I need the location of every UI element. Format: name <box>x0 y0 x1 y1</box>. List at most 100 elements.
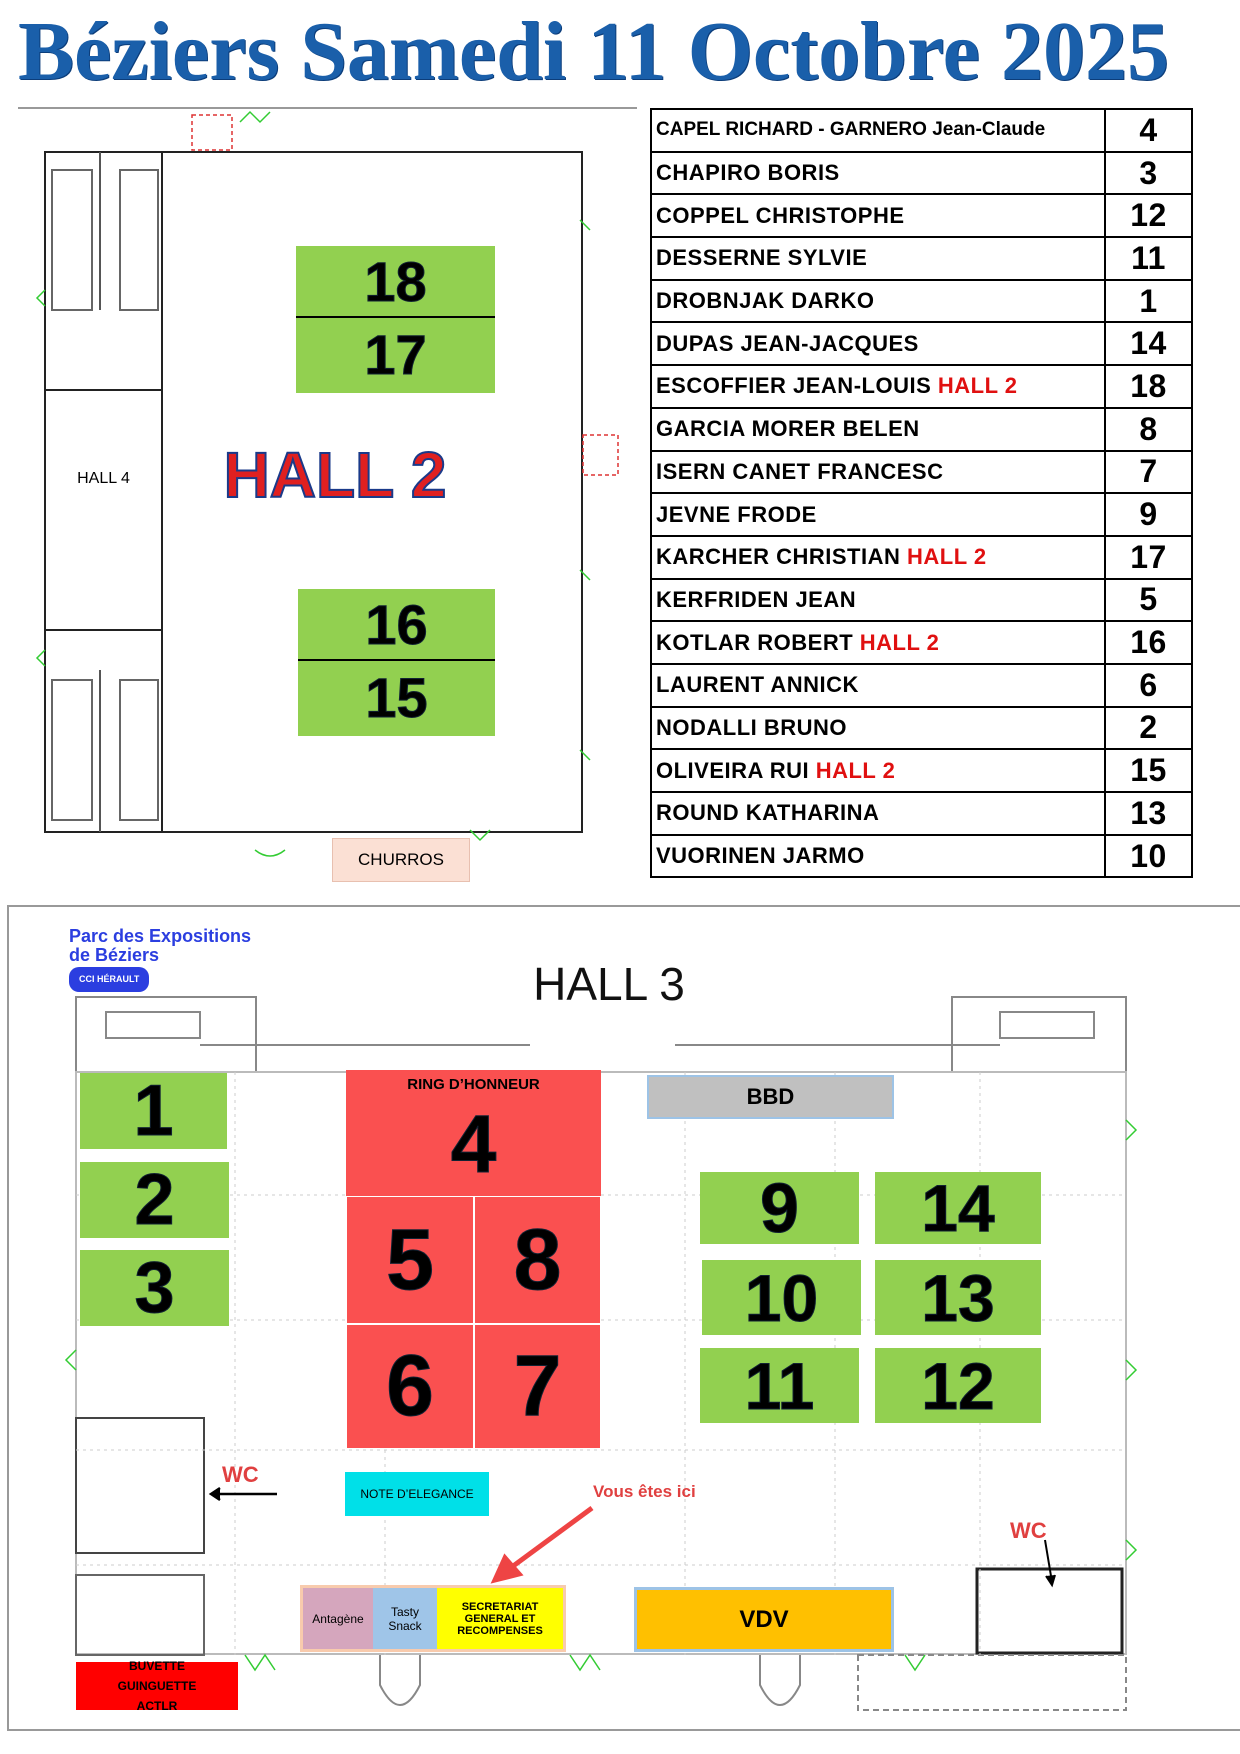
hall2-label: HALL 2 <box>223 438 448 512</box>
exhibitor-name: DROBNJAK DARKO <box>656 288 875 314</box>
ring-2: 2 <box>80 1160 229 1241</box>
table-row: GARCIA MORER BELEN 8 <box>650 406 1193 452</box>
exhibitor-name-cell: LAURENT ANNICK <box>650 662 1106 708</box>
ring-number: 2 <box>1104 705 1193 751</box>
ring-number: 13 <box>1104 791 1193 836</box>
ring-number: 4 <box>1104 108 1193 153</box>
exhibitor-name-cell: NODALLI BRUNO <box>650 705 1106 751</box>
you-are-here-arrow <box>490 1505 594 1584</box>
hall4-label: HALL 4 <box>77 470 130 487</box>
exhibitor-name: COPPEL CHRISTOPHE <box>656 202 905 228</box>
exhibitor-name: LAURENT ANNICK <box>656 672 859 698</box>
hall2-map: HALL 4 18 17 HALL 2 16 15 CHURROS <box>0 110 640 890</box>
tasty-snack-stand: Tasty Snack <box>373 1588 437 1649</box>
logo-line1: Parc des Expositions <box>69 926 252 946</box>
logo-line2: de Béziers <box>69 945 160 965</box>
stand-row: Antagène Tasty Snack SECRETARIAT GENERAL… <box>300 1585 566 1652</box>
ring-number: 11 <box>1104 236 1193 281</box>
ring-4: 4 <box>450 1099 497 1191</box>
bbd-stand: BBD <box>647 1075 894 1119</box>
ring-1: 1 <box>80 1071 227 1152</box>
stand-group-18-17: 18 17 <box>296 246 495 393</box>
ring-number: 9 <box>1104 492 1193 537</box>
wc-label-right: WC <box>1010 1518 1047 1543</box>
ring-13: 13 <box>875 1260 1041 1335</box>
hall-note: HALL 2 <box>937 373 1018 399</box>
table-row: ROUND KATHARINA 13 <box>650 791 1193 836</box>
ring-number: 18 <box>1104 364 1193 409</box>
exhibitor-name: NODALLI BRUNO <box>656 714 848 740</box>
page-title: Béziers Samedi 11 Octobre 2025 <box>18 5 1169 98</box>
ring-number: 10 <box>1104 833 1193 879</box>
buvette-stand: BUVETTE GUINGUETTE ACTLR <box>76 1659 238 1713</box>
venue-logo: Parc des Expositions de Béziers CCI HÉRA… <box>69 927 251 992</box>
exhibitor-name-cell: ROUND KATHARINA <box>650 791 1106 836</box>
exhibitor-name-cell: OLIVEIRA RUI HALL 2 <box>650 748 1106 793</box>
ring-12: 12 <box>875 1348 1041 1423</box>
exhibitor-name-cell: KOTLAR ROBERT HALL 2 <box>650 620 1106 665</box>
ring-number: 3 <box>1104 150 1193 196</box>
ring-14: 14 <box>875 1171 1041 1246</box>
hall3-map: Parc des Expositions de Béziers CCI HÉRA… <box>7 905 1240 1731</box>
exhibitor-name-cell: DESSERNE SYLVIE <box>650 236 1106 281</box>
exhibitor-name: ROUND KATHARINA <box>656 800 880 826</box>
wc-arrow-right <box>1044 1539 1056 1588</box>
hall3-label: HALL 3 <box>533 958 685 1010</box>
ring-9: 9 <box>700 1169 859 1248</box>
exhibitor-name: JEVNE FRODE <box>656 501 817 527</box>
wc-arrow-left <box>208 1486 277 1502</box>
table-row: DROBNJAK DARKO 1 <box>650 278 1193 324</box>
exhibitor-name-cell: CHAPIRO BORIS <box>650 150 1106 196</box>
exhibitor-name-cell: COPPEL CHRISTOPHE <box>650 193 1106 239</box>
table-row: VUORINEN JARMO 10 <box>650 833 1193 879</box>
ring-6: 6 <box>346 1324 474 1449</box>
ring-7: 7 <box>474 1324 601 1449</box>
exhibitor-name: CHAPIRO BORIS <box>656 160 840 186</box>
ring-number: 1 <box>1104 278 1193 324</box>
ring-number: 5 <box>1104 577 1193 623</box>
exhibitor-name: OLIVEIRA RUI <box>656 757 810 783</box>
exhibitor-name-cell: CAPEL RICHARD - GARNERO Jean-Claude <box>650 108 1106 153</box>
ring-number: 16 <box>1104 620 1193 665</box>
table-row: NODALLI BRUNO 2 <box>650 705 1193 751</box>
hall-note: HALL 2 <box>859 629 940 655</box>
stand-group-16-15: 16 15 <box>298 589 495 736</box>
exhibitor-name-cell: ISERN CANET FRANCESC <box>650 449 1106 495</box>
you-are-here-label: Vous êtes ici <box>593 1482 696 1501</box>
ring-number: 17 <box>1104 534 1193 580</box>
exhibitor-name: CAPEL RICHARD - GARNERO Jean-Claude <box>656 119 1046 141</box>
exhibitor-name: KARCHER CHRISTIAN <box>656 544 901 570</box>
ring-number: 8 <box>1104 406 1193 452</box>
exhibitor-name-cell: VUORINEN JARMO <box>650 833 1106 879</box>
exhibitor-name-cell: JEVNE FRODE <box>650 492 1106 537</box>
ring-11: 11 <box>700 1348 859 1423</box>
antagene-stand: Antagène <box>303 1588 373 1649</box>
exhibitor-name: ISERN CANET FRANCESC <box>656 458 944 484</box>
exhibitor-name: KOTLAR ROBERT <box>656 629 854 655</box>
hall-note: HALL 2 <box>907 544 987 570</box>
stand-16: 16 <box>298 589 495 661</box>
logo-badge: CCI HÉRAULT <box>69 967 150 992</box>
stand-15: 15 <box>365 666 428 730</box>
exhibitor-name-cell: KARCHER CHRISTIAN HALL 2 <box>650 534 1106 580</box>
exhibitor-name: KERFRIDEN JEAN <box>656 586 857 612</box>
ring-number: 15 <box>1104 748 1193 793</box>
hall-note: HALL 2 <box>815 757 896 783</box>
ring-8: 8 <box>474 1196 601 1324</box>
table-row: KERFRIDEN JEAN 5 <box>650 577 1193 623</box>
churros-stand: CHURROS <box>332 838 470 882</box>
exhibitor-name: GARCIA MORER BELEN <box>656 416 920 442</box>
table-row: JEVNE FRODE 9 <box>650 492 1193 537</box>
ring-number: 12 <box>1104 193 1193 239</box>
hall2-floorplan <box>35 110 619 857</box>
secretariat-stand: SECRETARIAT GENERAL ET RECOMPENSES <box>437 1588 563 1649</box>
note-elegance-stand: NOTE D’ELEGANCE <box>345 1472 489 1516</box>
exhibitor-name: VUORINEN JARMO <box>656 843 865 869</box>
